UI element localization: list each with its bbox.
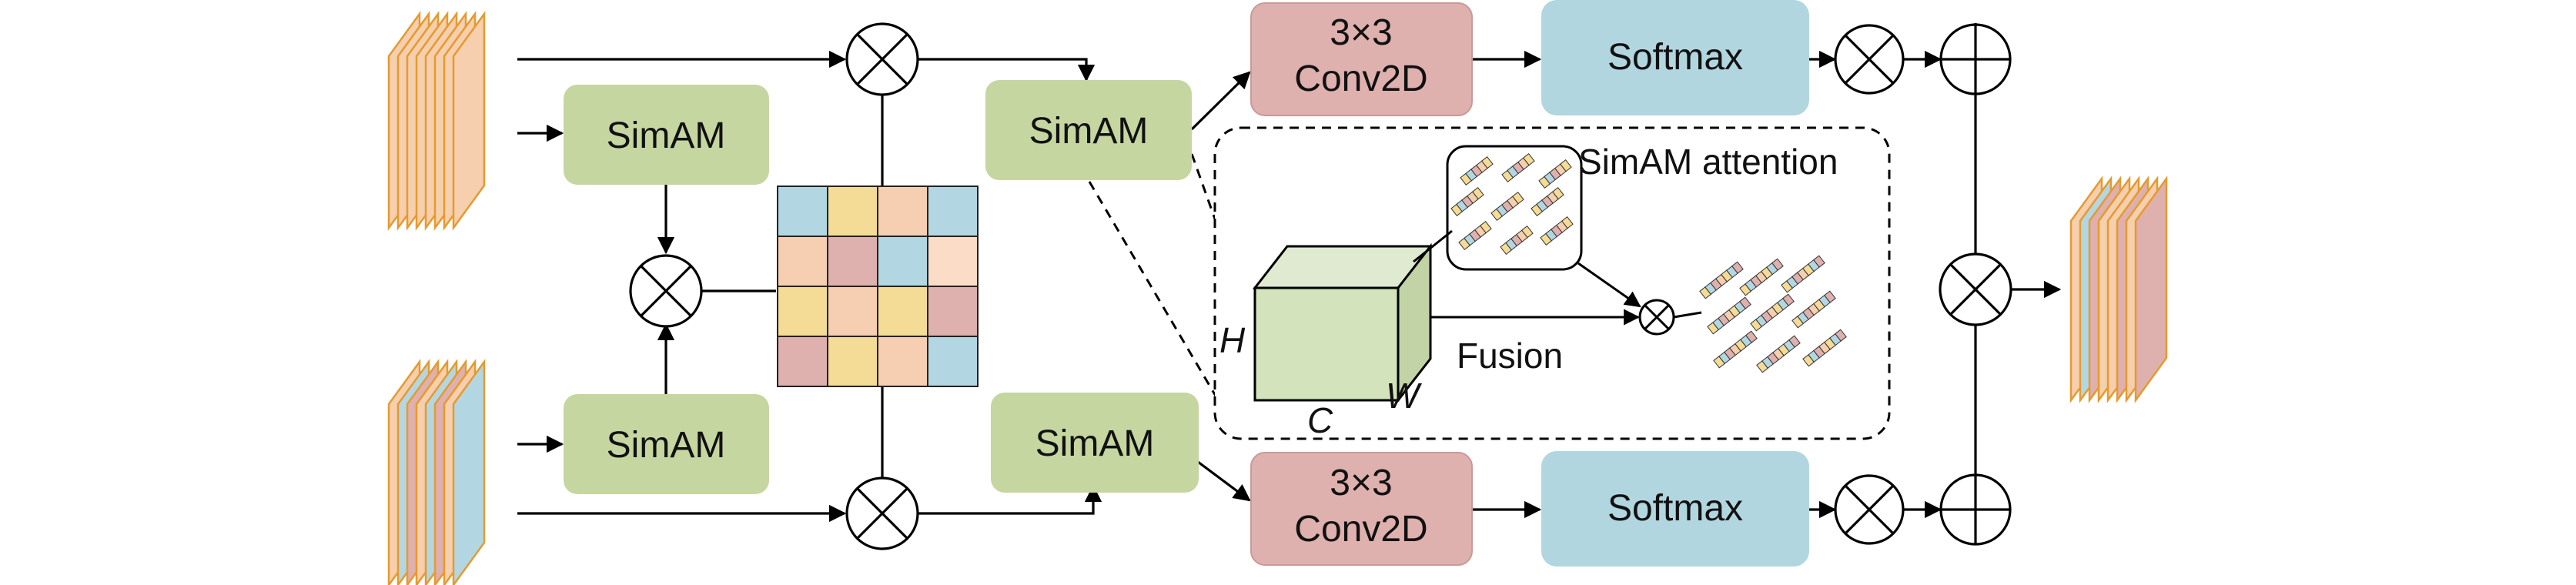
- conv-kernel-label: 3×3: [1330, 12, 1392, 53]
- simam-label: SimAM: [607, 115, 726, 156]
- circle-times-icon: [1834, 474, 1905, 545]
- grid-cell: [827, 186, 878, 237]
- grid-cell: [877, 336, 928, 387]
- simam-label: SimAM: [1035, 423, 1155, 464]
- softmax-block-top: Softmax: [1541, 0, 1809, 115]
- circle-times-icon: [845, 22, 919, 96]
- attention-bar: [1781, 255, 1825, 293]
- attention-bar: [1501, 153, 1535, 182]
- inset-arrows: [1413, 229, 1702, 326]
- grid-cell: [777, 236, 828, 287]
- dim-h-label: H: [1219, 320, 1246, 360]
- attention-bar: [1713, 330, 1758, 369]
- similarity-grid: [777, 186, 979, 387]
- conv-name-label: Conv2D: [1294, 58, 1427, 99]
- dim-w-label: W: [1386, 376, 1423, 416]
- feature-sheet: [452, 11, 486, 231]
- attention-bar: [1707, 296, 1751, 335]
- conv2d-block-bottom: 3×3 Conv2D: [1250, 452, 1473, 566]
- input-feature-stack-bottom: [387, 359, 486, 585]
- attention-bar: [1540, 216, 1574, 246]
- fused-feature-bars: [1699, 255, 1847, 373]
- connections: [517, 23, 2062, 545]
- fusion-label: Fusion: [1457, 336, 1563, 376]
- simam-block-4: SimAM: [991, 393, 1199, 493]
- attention-bar: [1450, 187, 1484, 216]
- grid-cell: [877, 286, 928, 337]
- attention-bar: [1531, 187, 1564, 216]
- conv-kernel-label: 3×3: [1330, 463, 1392, 503]
- circle-times-icon: [1834, 24, 1905, 95]
- attention-bar: [1460, 156, 1494, 186]
- circle-times-icon: [845, 476, 919, 550]
- circle-times-icon: [629, 254, 703, 328]
- grid-cell: [777, 336, 828, 387]
- grid-cell: [927, 236, 979, 287]
- grid-cell: [827, 286, 878, 337]
- attention-bars: [1450, 153, 1574, 255]
- grid-cell: [927, 286, 979, 337]
- attention-bar: [1802, 329, 1847, 367]
- attention-bar: [1791, 290, 1836, 329]
- attention-bar: [1699, 261, 1744, 299]
- grid-cell: [777, 286, 828, 337]
- grid-cell: [927, 186, 979, 237]
- conv-name-label: Conv2D: [1294, 509, 1427, 550]
- attention-bar: [1756, 335, 1801, 373]
- softmax-label: Softmax: [1607, 488, 1743, 529]
- tensor-cube-icon: [1252, 242, 1434, 404]
- conv2d-block-top: 3×3 Conv2D: [1250, 2, 1473, 116]
- feature-sheet: [452, 359, 486, 585]
- attention-bar: [1490, 192, 1524, 221]
- simam-label: SimAM: [1029, 111, 1149, 152]
- output-feature-stack: [2069, 176, 2168, 403]
- dim-c-label: C: [1307, 400, 1333, 440]
- attention-label: SimAM attention: [1578, 142, 1838, 182]
- circle-times-icon: [1939, 252, 2012, 326]
- circle-times-icon: [1638, 299, 1675, 336]
- attention-bar: [1739, 258, 1784, 296]
- softmax-label: Softmax: [1607, 37, 1743, 78]
- input-feature-stack-top: [387, 11, 486, 231]
- attention-bar: [1500, 226, 1534, 255]
- grid-cell: [877, 236, 928, 287]
- circle-plus-icon: [1939, 23, 2012, 95]
- softmax-block-bottom: Softmax: [1541, 451, 1809, 567]
- inset-leader-lines: [1088, 153, 1233, 424]
- grid-cell: [827, 336, 878, 387]
- grid-cell: [877, 186, 928, 237]
- circle-plus-icon: [1939, 473, 2012, 546]
- attention-bar: [1458, 221, 1492, 250]
- grid-cell: [927, 336, 979, 387]
- simam-block-2: SimAM: [985, 80, 1192, 180]
- grid-cell: [827, 236, 878, 287]
- simam-block-3: SimAM: [564, 394, 769, 494]
- simam-attention-inset: SimAM attention H C W Fusion: [1213, 126, 1891, 440]
- simam-label: SimAM: [607, 425, 726, 466]
- grid-cell: [777, 186, 828, 237]
- attention-bar: [1750, 293, 1795, 332]
- attention-bar: [1538, 159, 1572, 189]
- feature-sheet: [2134, 176, 2168, 403]
- simam-block-1: SimAM: [564, 85, 769, 185]
